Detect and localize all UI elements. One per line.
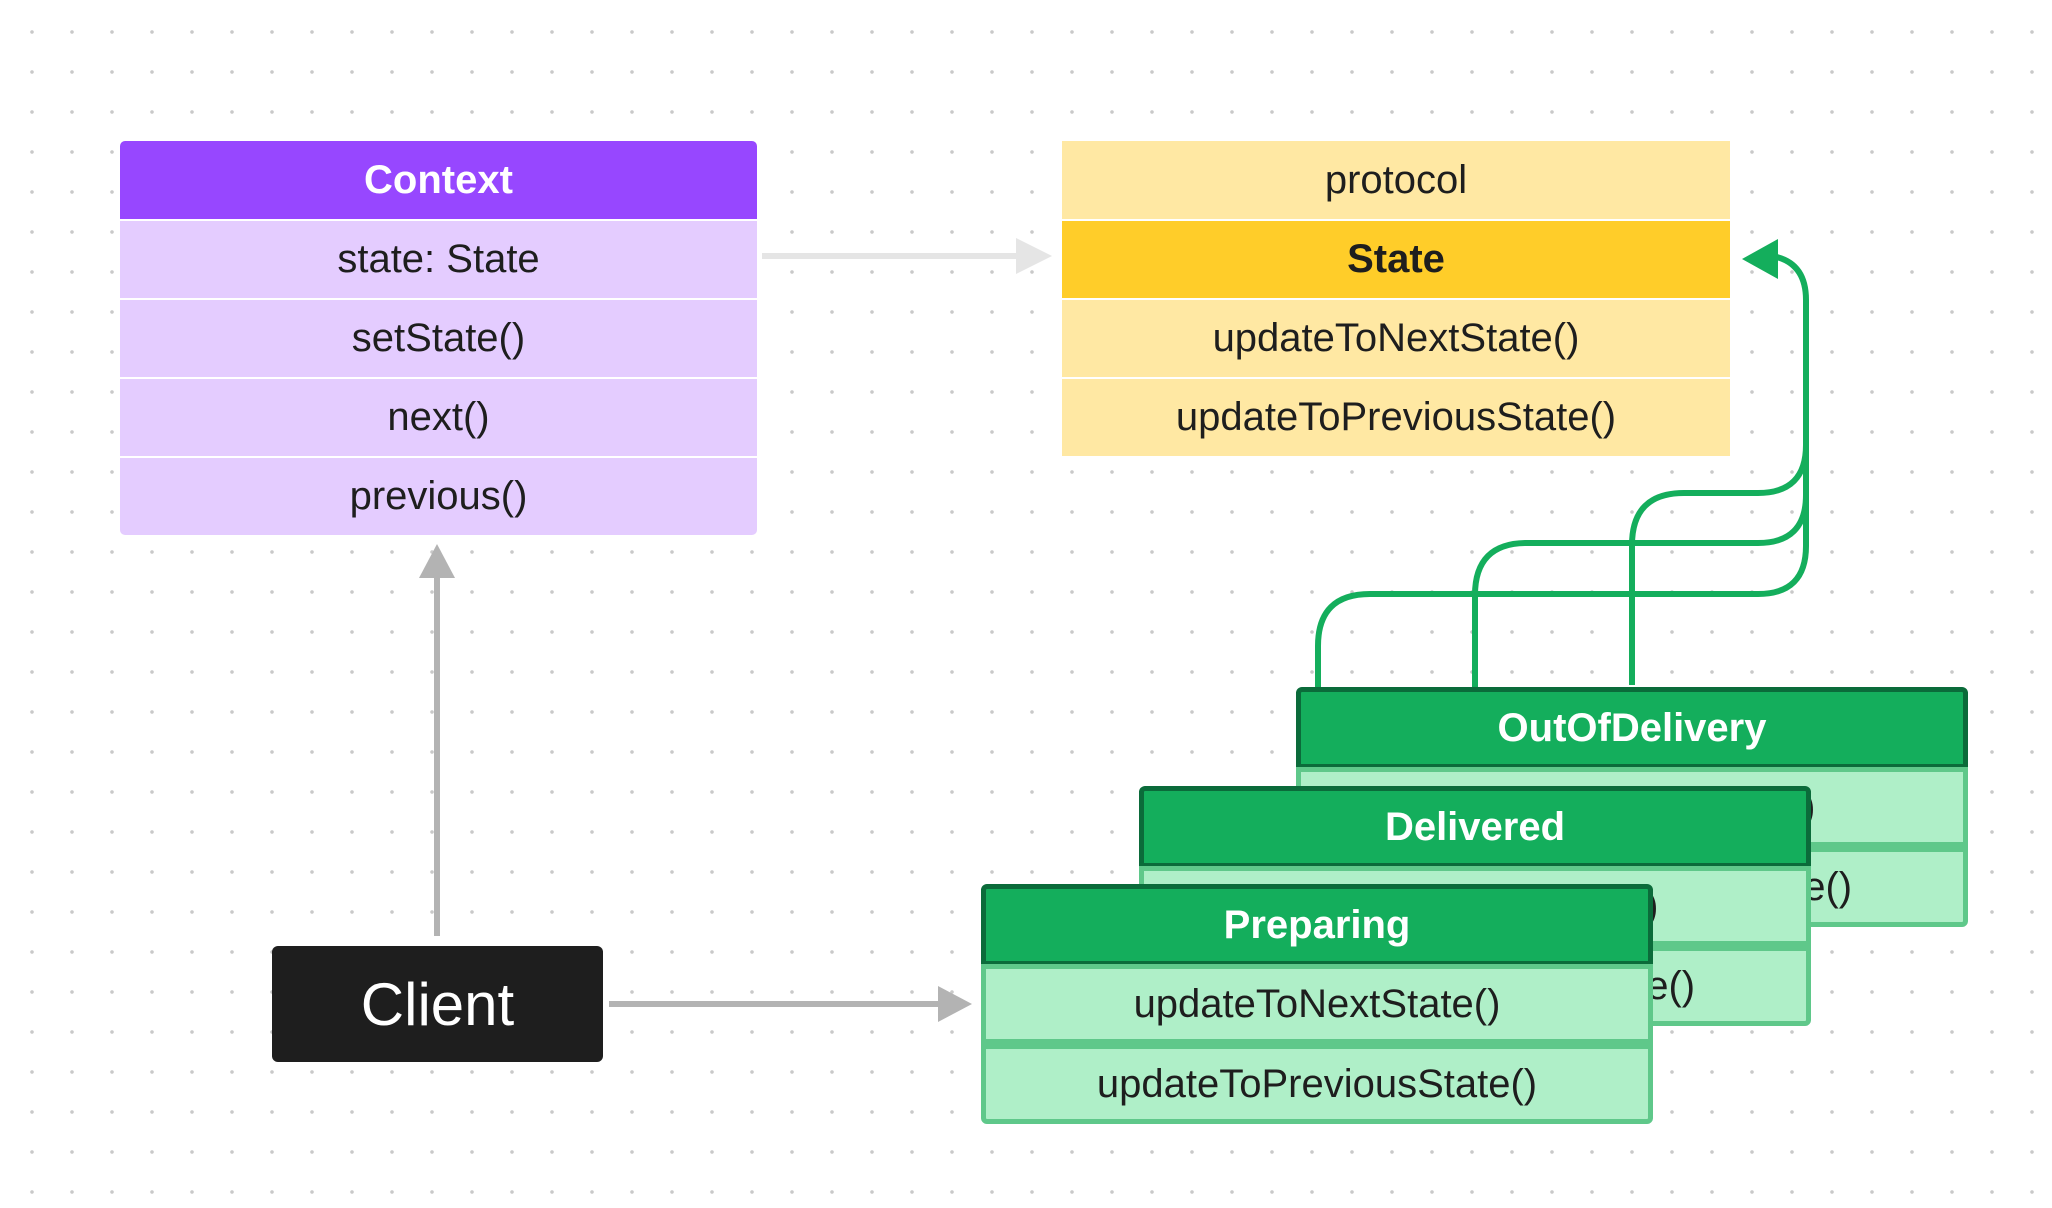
outofdelivery-title: OutOfDelivery [1296,687,1968,769]
client-to-context-arrowhead [419,544,455,578]
preparing-title: Preparing [981,884,1653,966]
outofdelivery-to-state-line [1629,300,1809,685]
context-row-previous: previous() [120,458,757,535]
delivered-to-state-line [1472,300,1809,784]
client-box: Client [272,946,603,1062]
preparing-to-state-line [1315,300,1809,880]
state-row-next: updateToNextState() [1062,300,1730,377]
context-row-setstate: setState() [120,300,757,377]
protocol-stereotype: protocol [1062,141,1730,219]
context-row-state: state: State [120,221,757,298]
client-to-preparing-arrowhead [938,986,972,1022]
preparing-row-previous: updateToPreviousState() [981,1044,1653,1124]
context-title: Context [120,141,757,219]
state-protocol-title: State [1062,221,1730,298]
delivered-title: Delivered [1139,786,1811,868]
context-row-next: next() [120,379,757,456]
state-inherit-arrowhead [1742,239,1778,279]
preparing-row-next: updateToNextState() [981,964,1653,1044]
context-to-state-arrowhead [1016,238,1052,274]
state-row-previous: updateToPreviousState() [1062,379,1730,456]
